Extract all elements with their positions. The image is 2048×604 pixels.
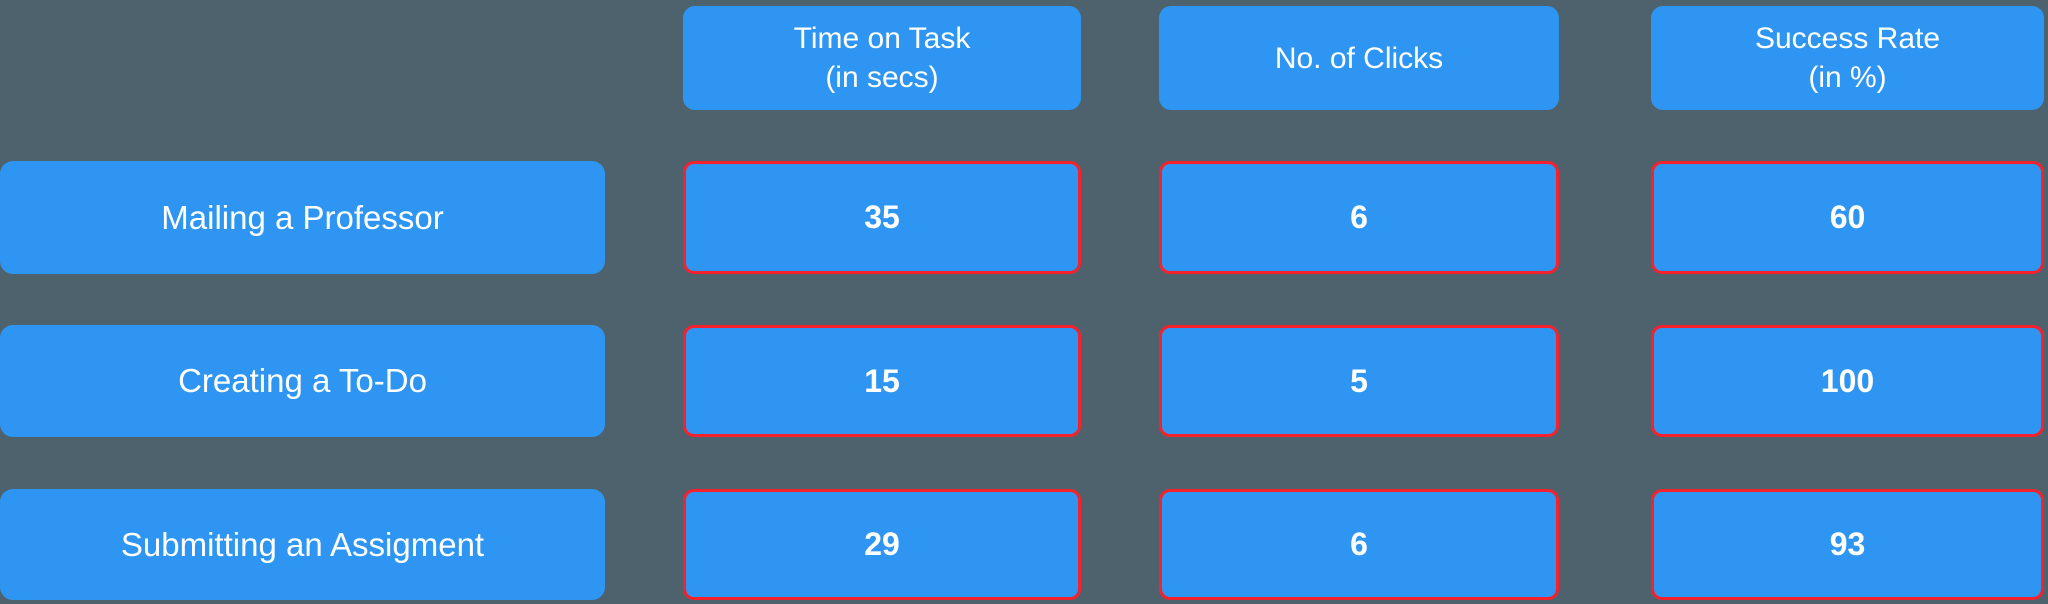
metric-value: 29 bbox=[864, 526, 900, 562]
metric-value: 35 bbox=[864, 199, 900, 235]
row-label-text: Mailing a Professor bbox=[161, 198, 444, 236]
metric-cell-assigment-success-rate: 93 bbox=[1651, 489, 2044, 600]
column-header-line2: (in secs) bbox=[825, 61, 939, 94]
row-label-text: Submitting an Assigment bbox=[120, 525, 485, 563]
row-label-mailing-a-professor: Mailing a Professor bbox=[0, 161, 605, 274]
metric-value: 6 bbox=[1350, 526, 1368, 562]
row-label-creating-a-to-do: Creating a To-Do bbox=[0, 325, 605, 437]
metric-cell-assigment-time: 29 bbox=[683, 489, 1081, 600]
metric-cell-mailing-success-rate: 60 bbox=[1651, 161, 2044, 274]
metric-value: 60 bbox=[1829, 199, 1866, 235]
row-label-text: Creating a To-Do bbox=[178, 362, 427, 399]
metric-cell-todo-success-rate: 100 bbox=[1651, 325, 2044, 437]
metric-value: 100 bbox=[1820, 362, 1875, 399]
metric-cell-assigment-clicks: 6 bbox=[1159, 489, 1559, 600]
metric-cell-mailing-time: 35 bbox=[683, 161, 1081, 274]
metric-value: 5 bbox=[1350, 362, 1368, 399]
row-label-submitting-an-assigment: Submitting an Assigment bbox=[0, 489, 605, 600]
column-header-line1: No. of Clicks bbox=[1274, 41, 1444, 75]
column-header-line2: (in %) bbox=[1808, 61, 1887, 94]
metric-cell-mailing-clicks: 6 bbox=[1159, 161, 1559, 274]
metric-value: 93 bbox=[1829, 526, 1866, 562]
column-header-line1: Time on Task bbox=[793, 22, 971, 55]
column-header-no-of-clicks: No. of Clicks bbox=[1159, 6, 1559, 110]
metric-cell-todo-time: 15 bbox=[683, 325, 1081, 437]
metric-value: 15 bbox=[864, 362, 900, 399]
column-header-success-rate: Success Rate (in %) bbox=[1651, 6, 2044, 110]
column-header-line1: Success Rate bbox=[1754, 22, 1941, 55]
metrics-table: Time on Task (in secs) No. of Clicks Suc… bbox=[0, 6, 2048, 600]
column-header-time-on-task: Time on Task (in secs) bbox=[683, 6, 1081, 110]
metric-cell-todo-clicks: 5 bbox=[1159, 325, 1559, 437]
metric-value: 6 bbox=[1350, 199, 1368, 235]
